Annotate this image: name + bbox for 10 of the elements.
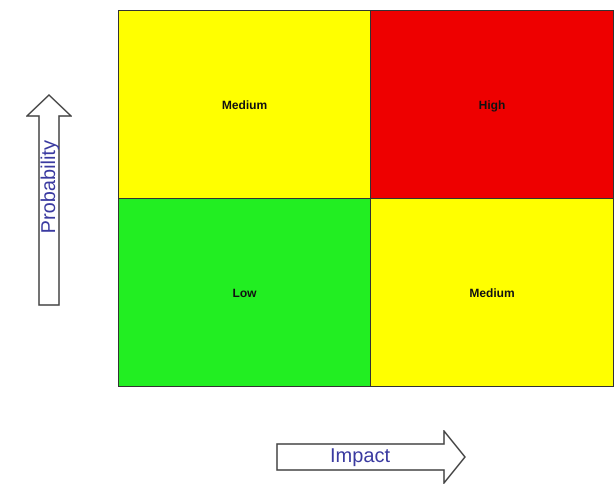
matrix-cell — [118, 10, 371, 199]
axis-label: Impact — [330, 445, 390, 468]
axis-label: Probability — [38, 140, 61, 234]
risk-level-label: Low — [232, 286, 256, 300]
risk-level-label: Medium — [222, 98, 268, 112]
matrix-cell — [118, 198, 371, 387]
matrix-cell — [370, 10, 614, 199]
risk-level-label: Medium — [469, 286, 515, 300]
matrix-cell — [370, 198, 614, 387]
risk-level-label: High — [478, 98, 506, 112]
